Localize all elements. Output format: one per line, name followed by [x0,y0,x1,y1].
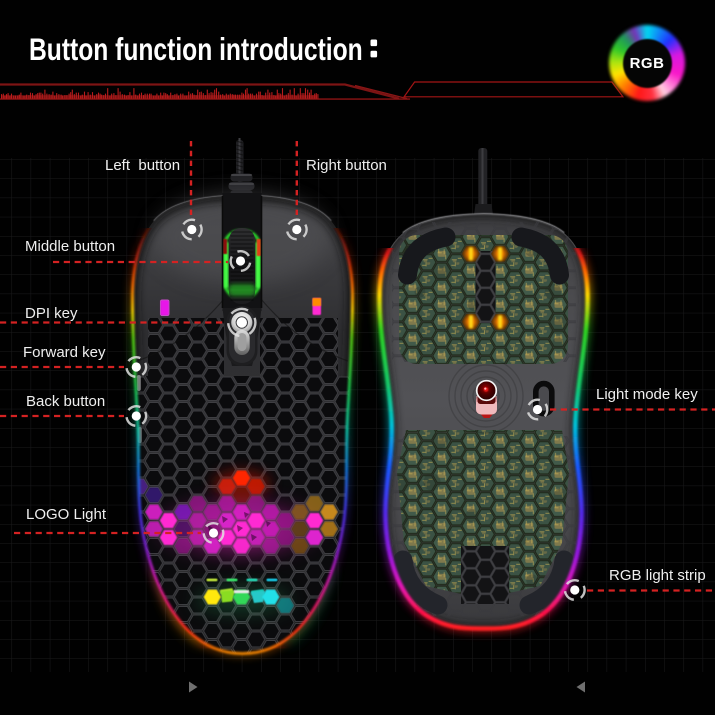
svg-text:Back button: Back button [26,393,105,410]
svg-text:Right button: Right button [306,157,387,174]
svg-text:Light mode key: Light mode key [596,386,698,403]
svg-text:RGB light strip: RGB light strip [609,567,706,584]
svg-text:Middle button: Middle button [25,238,115,255]
svg-text:Forward key: Forward key [23,344,106,361]
svg-text:DPI key: DPI key [25,305,78,322]
svg-text:Button function introduction: Button function introduction [29,31,363,67]
svg-text:LOGO Light: LOGO Light [26,506,107,523]
svg-text:Left button: Left button [105,157,180,174]
